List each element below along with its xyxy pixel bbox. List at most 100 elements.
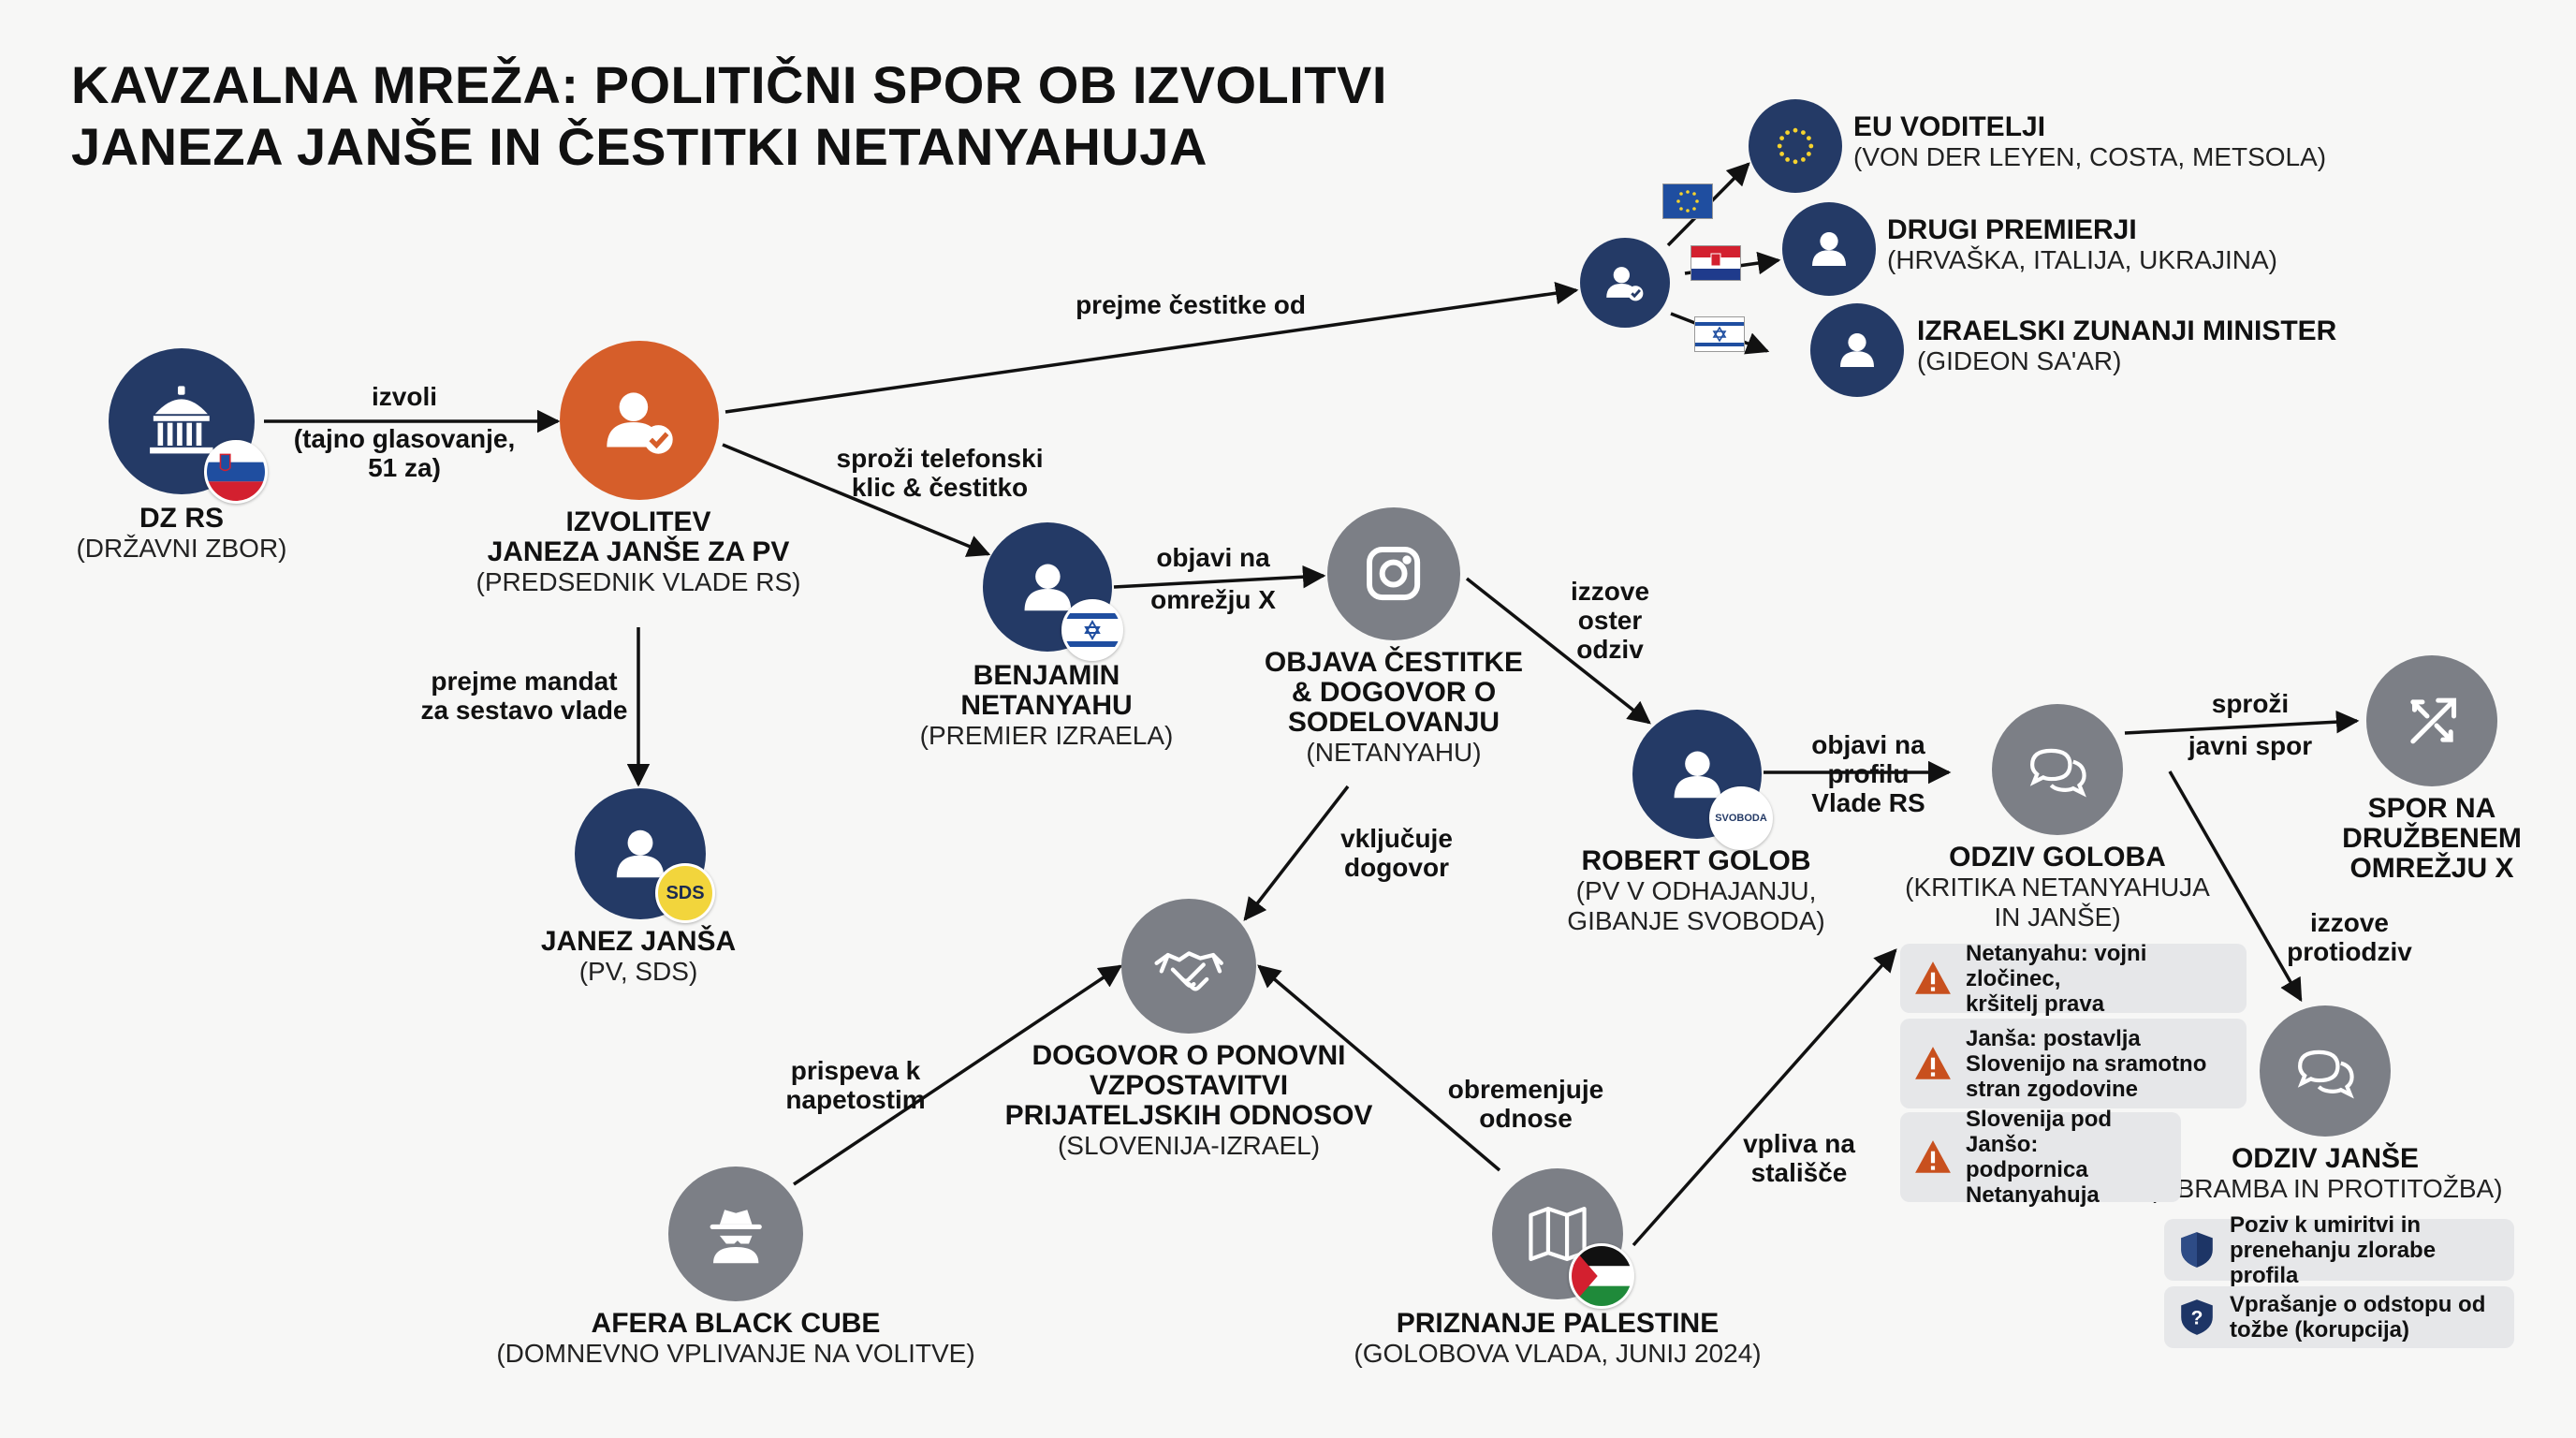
izvolitev-title-1: IZVOLITEV	[565, 506, 711, 537]
croatia-flag-icon	[1690, 245, 1741, 281]
eu-node	[1749, 99, 1842, 193]
izvolitev-subtitle: (PREDSEDNIK VLADE RS)	[476, 567, 801, 596]
izraelski-minister-node	[1810, 303, 1904, 397]
objava-title-2: & DOGOVOR O	[1291, 677, 1497, 708]
jansa-point-card: Poziv k umiritvi in prenehanju zlorabe p…	[2164, 1212, 2514, 1288]
svg-text:?: ?	[2191, 1307, 2203, 1328]
odziv-goloba-node	[1992, 704, 2123, 835]
golob-subtitle-2: GIBANJE SVOBODA)	[1567, 906, 1825, 935]
izraelski-minister-title: IZRAELSKI ZUNANJI MINISTER	[1917, 315, 2337, 346]
edge-label-izzove-oster: izzove oster odziv	[1570, 577, 1650, 664]
user-check-icon	[607, 392, 673, 454]
edge-prispeva	[793, 964, 1123, 1186]
eu-label: EU VODITELJI (VON DER LEYEN, COSTA, METS…	[1853, 112, 2326, 172]
golob-point-line: Slovenija pod Janšo:	[1966, 1107, 2113, 1157]
jansa-point-card: ? Vprašanje o odstopu od tožbe (korupcij…	[2164, 1286, 2514, 1348]
recipients-hub-node	[1580, 238, 1670, 328]
edge-label-objavi-x: objavi na omrežju X	[1150, 543, 1276, 614]
dogovor-node	[1121, 899, 1256, 1034]
spor-title-1: SPOR NA	[2367, 793, 2496, 824]
dz-rs-subtitle: (DRŽAVNI ZBOR)	[76, 534, 287, 563]
drugi-premierji-node	[1782, 202, 1876, 296]
warning-icon	[1915, 1140, 1951, 1173]
handshake-icon	[1154, 951, 1223, 991]
palestine-flag-badge	[1569, 1243, 1634, 1309]
afera-title: AFERA BLACK CUBE	[591, 1308, 881, 1339]
edge-label-prejme-mandat: prejme mandat za sestavo vlade	[420, 667, 628, 725]
israel-flag-icon	[1694, 316, 1745, 352]
user-icon	[1812, 232, 1846, 266]
spor-label: SPOR NA DRUŽBENEM OMREŽJU X	[2342, 794, 2522, 884]
user-icon	[1024, 564, 1071, 610]
netanyahu-title-2: NETANYAHU	[960, 690, 1133, 721]
edge-label-izvoli: izvoli (tajno glasovanje, 51 za)	[293, 382, 516, 482]
jansa-label: JANEZ JANŠA (PV, SDS)	[541, 927, 736, 987]
dz-rs-label: DZ RS (DRŽAVNI ZBOR)	[76, 504, 286, 564]
objava-title-3: SODELOVANJU	[1287, 707, 1500, 738]
odziv-goloba-subtitle-1: (KRITIKA NETANYAHUJA	[1905, 873, 2210, 902]
eu-title: EU VODITELJI	[1853, 111, 2046, 142]
edge-label-prejme-cestitke: prejme čestitke od	[1076, 290, 1306, 319]
edge-vkljucuje	[1243, 785, 1350, 921]
svoboda-badge: SVOBODA	[1709, 786, 1773, 850]
golob-label: ROBERT GOLOB (PV V ODHAJANJU, GIBANJE SV…	[1567, 846, 1824, 936]
dogovor-title-1: DOGOVOR O PONOVNI	[1032, 1040, 1346, 1071]
odziv-janse-title: ODZIV JANŠE	[2231, 1143, 2420, 1174]
objava-node	[1327, 507, 1460, 640]
palestina-title: PRIZNANJE PALESTINE	[1396, 1308, 1720, 1339]
drugi-premierji-label: DRUGI PREMIERJI (HRVAŠKA, ITALIJA, UKRAJ…	[1887, 215, 2277, 275]
spor-title-2: DRUŽBENEM	[2342, 823, 2522, 854]
golob-point-line: kršitelj prava	[1966, 990, 2105, 1017]
spor-node	[2366, 655, 2497, 786]
netanyahu-subtitle: (PREMIER IZRAELA)	[919, 721, 1174, 750]
user-icon	[1840, 333, 1874, 367]
slovenia-flag-badge	[204, 440, 268, 504]
objava-subtitle: (NETANYAHU)	[1306, 738, 1482, 767]
dogovor-label: DOGOVOR O PONOVNI VZPOSTAVITVI PRIJATELJ…	[1005, 1041, 1373, 1161]
odziv-goloba-label: ODZIV GOLOBA (KRITIKA NETANYAHUJA IN JAN…	[1905, 843, 2210, 932]
instagram-icon	[1367, 547, 1421, 601]
eu-subtitle: (VON DER LEYEN, COSTA, METSOLA)	[1853, 142, 2327, 171]
netanyahu-title-1: BENJAMIN	[973, 660, 1120, 691]
odziv-goloba-subtitle-2: IN JANŠE)	[1994, 902, 2121, 932]
eu-stars-icon	[1777, 127, 1814, 165]
netanyahu-label: BENJAMIN NETANYAHU (PREMIER IZRAELA)	[920, 661, 1174, 751]
edge-izzove-oster	[1465, 577, 1651, 725]
dz-rs-title: DZ RS	[139, 503, 224, 534]
edge-label-sprozi-spor: sproži javni spor	[2188, 689, 2313, 760]
chat-bubbles-icon	[2029, 748, 2086, 798]
drugi-premierji-subtitle: (HRVAŠKA, ITALIJA, UKRAJINA)	[1887, 245, 2277, 274]
palestina-label: PRIZNANJE PALESTINE (GOLOBOVA VLADA, JUN…	[1354, 1309, 1761, 1369]
odziv-janse-node	[2260, 1005, 2391, 1137]
edge-objavi-x	[1113, 565, 1326, 589]
user-icon	[1674, 751, 1720, 798]
page-title: KAVZALNA MREŽA: POLITIČNI SPOR OB IZVOLI…	[71, 54, 1387, 178]
jansa-title: JANEZ JANŠA	[540, 926, 737, 957]
edge-label-vpliva: vpliva na stališče	[1743, 1129, 1855, 1187]
title-line-2: JANEZA JANŠE IN ČESTITKI NETANYAHUJA	[71, 117, 1208, 176]
izvolitev-label: IZVOLITEV JANEZA JANŠE ZA PV (PREDSEDNIK…	[476, 507, 801, 597]
sds-badge: SDS	[655, 863, 715, 923]
warning-icon	[1915, 961, 1951, 994]
user-icon	[616, 829, 665, 878]
afera-label: AFERA BLACK CUBE (DOMNEVNO VPLIVANJE NA …	[496, 1309, 974, 1369]
golob-point-line: Janša: postavlja	[1966, 1025, 2141, 1051]
parliament-icon	[150, 386, 213, 454]
golob-point-line: podpornica	[1966, 1157, 2088, 1182]
edge-obremenjuje	[1257, 964, 1501, 1172]
edge-label-vkljucuje: vključuje dogovor	[1340, 824, 1453, 882]
afera-subtitle: (DOMNEVNO VPLIVANJE NA VOLITVE)	[496, 1339, 975, 1368]
user-check-icon	[1606, 267, 1644, 301]
odziv-goloba-title: ODZIV GOLOBA	[1949, 842, 2166, 873]
title-line-1: KAVZALNA MREŽA: POLITIČNI SPOR OB IZVOLI…	[71, 55, 1387, 114]
edge-label-obremenjuje: obremenjuje odnose	[1447, 1075, 1604, 1133]
edge-sprozi-spor	[2124, 710, 2360, 735]
edge-prejme-cestitke	[724, 281, 1579, 414]
edge-label-izzove-protiodziv: izzove protiodziv	[2287, 908, 2412, 966]
edge-label-objavi-profilu: objavi na profilu Vlade RS	[1811, 730, 1925, 817]
izvolitev-title-2: JANEZA JANŠE ZA PV	[487, 536, 790, 567]
jansa-point-line: tožbe (korupcija)	[2230, 1317, 2410, 1343]
edge-vpliva	[1632, 948, 1897, 1247]
izraelski-minister-label: IZRAELSKI ZUNANJI MINISTER (GIDEON SA'AR…	[1917, 316, 2336, 376]
golob-title: ROBERT GOLOB	[1581, 845, 1811, 876]
